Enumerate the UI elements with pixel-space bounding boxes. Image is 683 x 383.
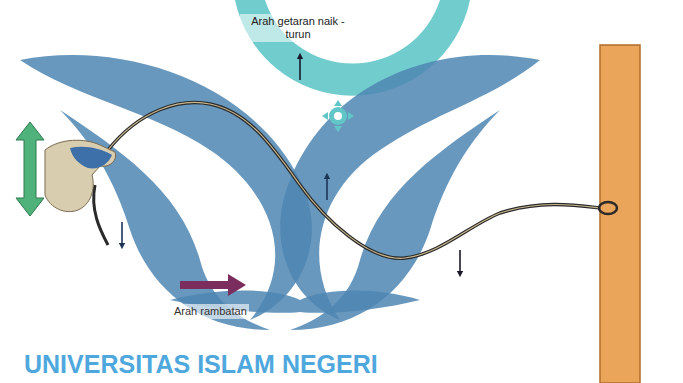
rope [108,103,600,259]
rope-highlight [108,103,600,259]
vibration-label: Arah getaran naik - turun [240,14,356,42]
up-arrow [326,176,328,200]
down-arrow [459,250,461,274]
vibration-arrow [16,122,44,216]
up-arrow [299,56,301,80]
rope-end [94,185,108,245]
rope-knot [599,202,617,214]
down-arrow [121,222,123,246]
post [600,45,640,383]
watermark-text: UNIVERSITAS ISLAM NEGERI [22,348,380,380]
hand [45,140,116,211]
watermark-logo [20,0,540,330]
propagation-label: Arah rambatan [172,304,249,319]
propagation-arrow [180,274,246,296]
